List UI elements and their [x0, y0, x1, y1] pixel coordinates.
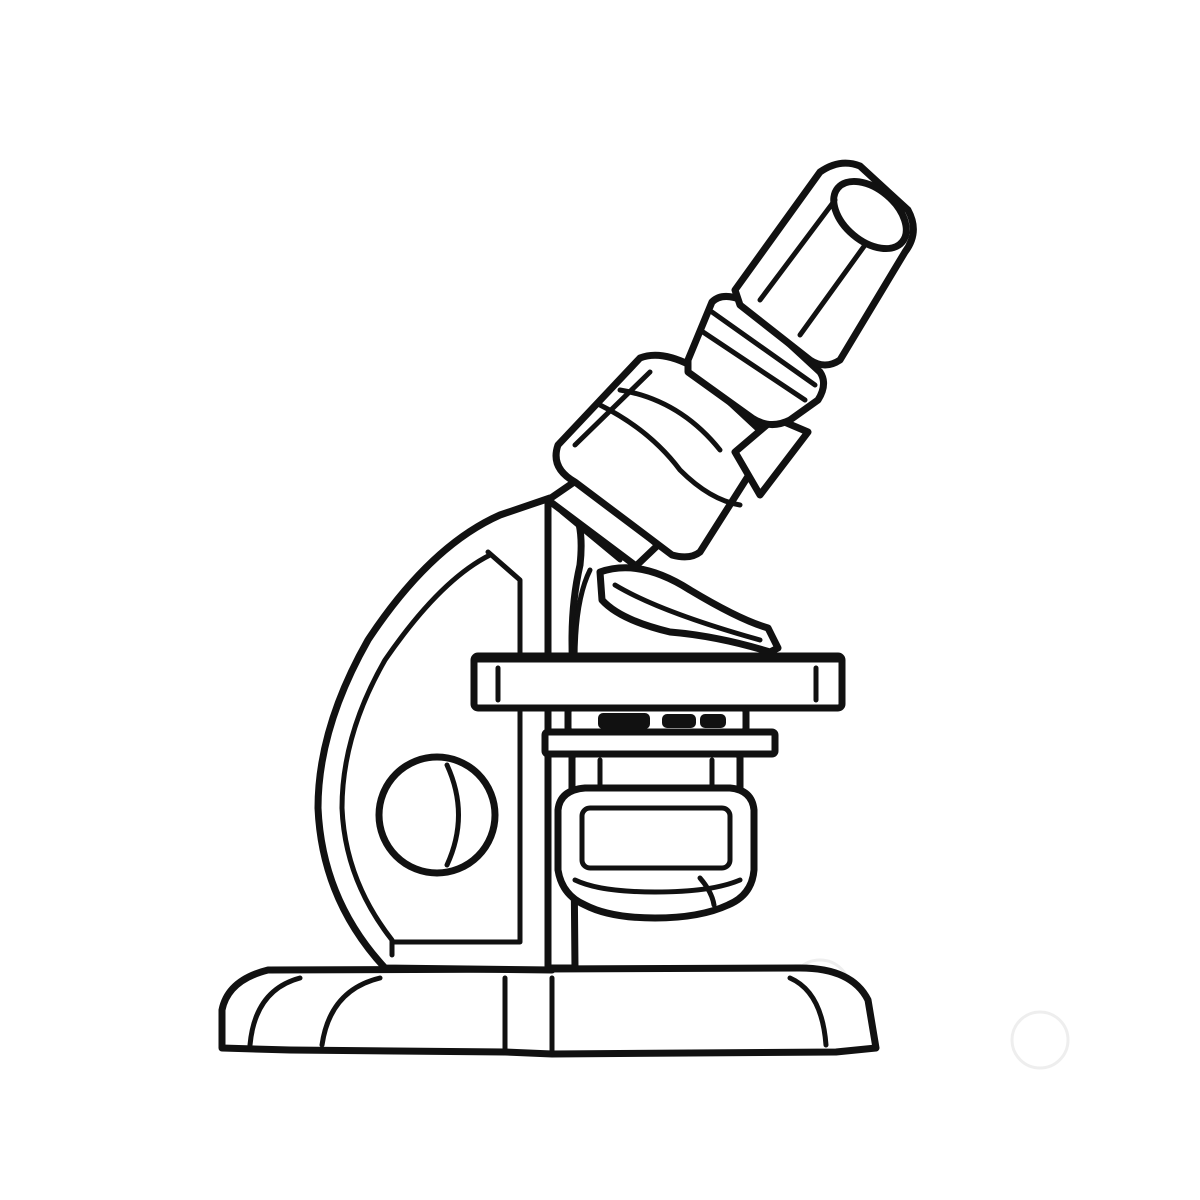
focus-knob [375, 753, 499, 877]
condenser [568, 750, 744, 798]
stage-clips [564, 704, 750, 736]
microscope-base [218, 964, 880, 1058]
objective-lens [596, 564, 782, 656]
eyepiece [731, 159, 917, 369]
illuminator [554, 784, 758, 922]
eyepiece-rings [684, 293, 827, 428]
stage [470, 652, 846, 712]
body-tube [552, 351, 812, 561]
